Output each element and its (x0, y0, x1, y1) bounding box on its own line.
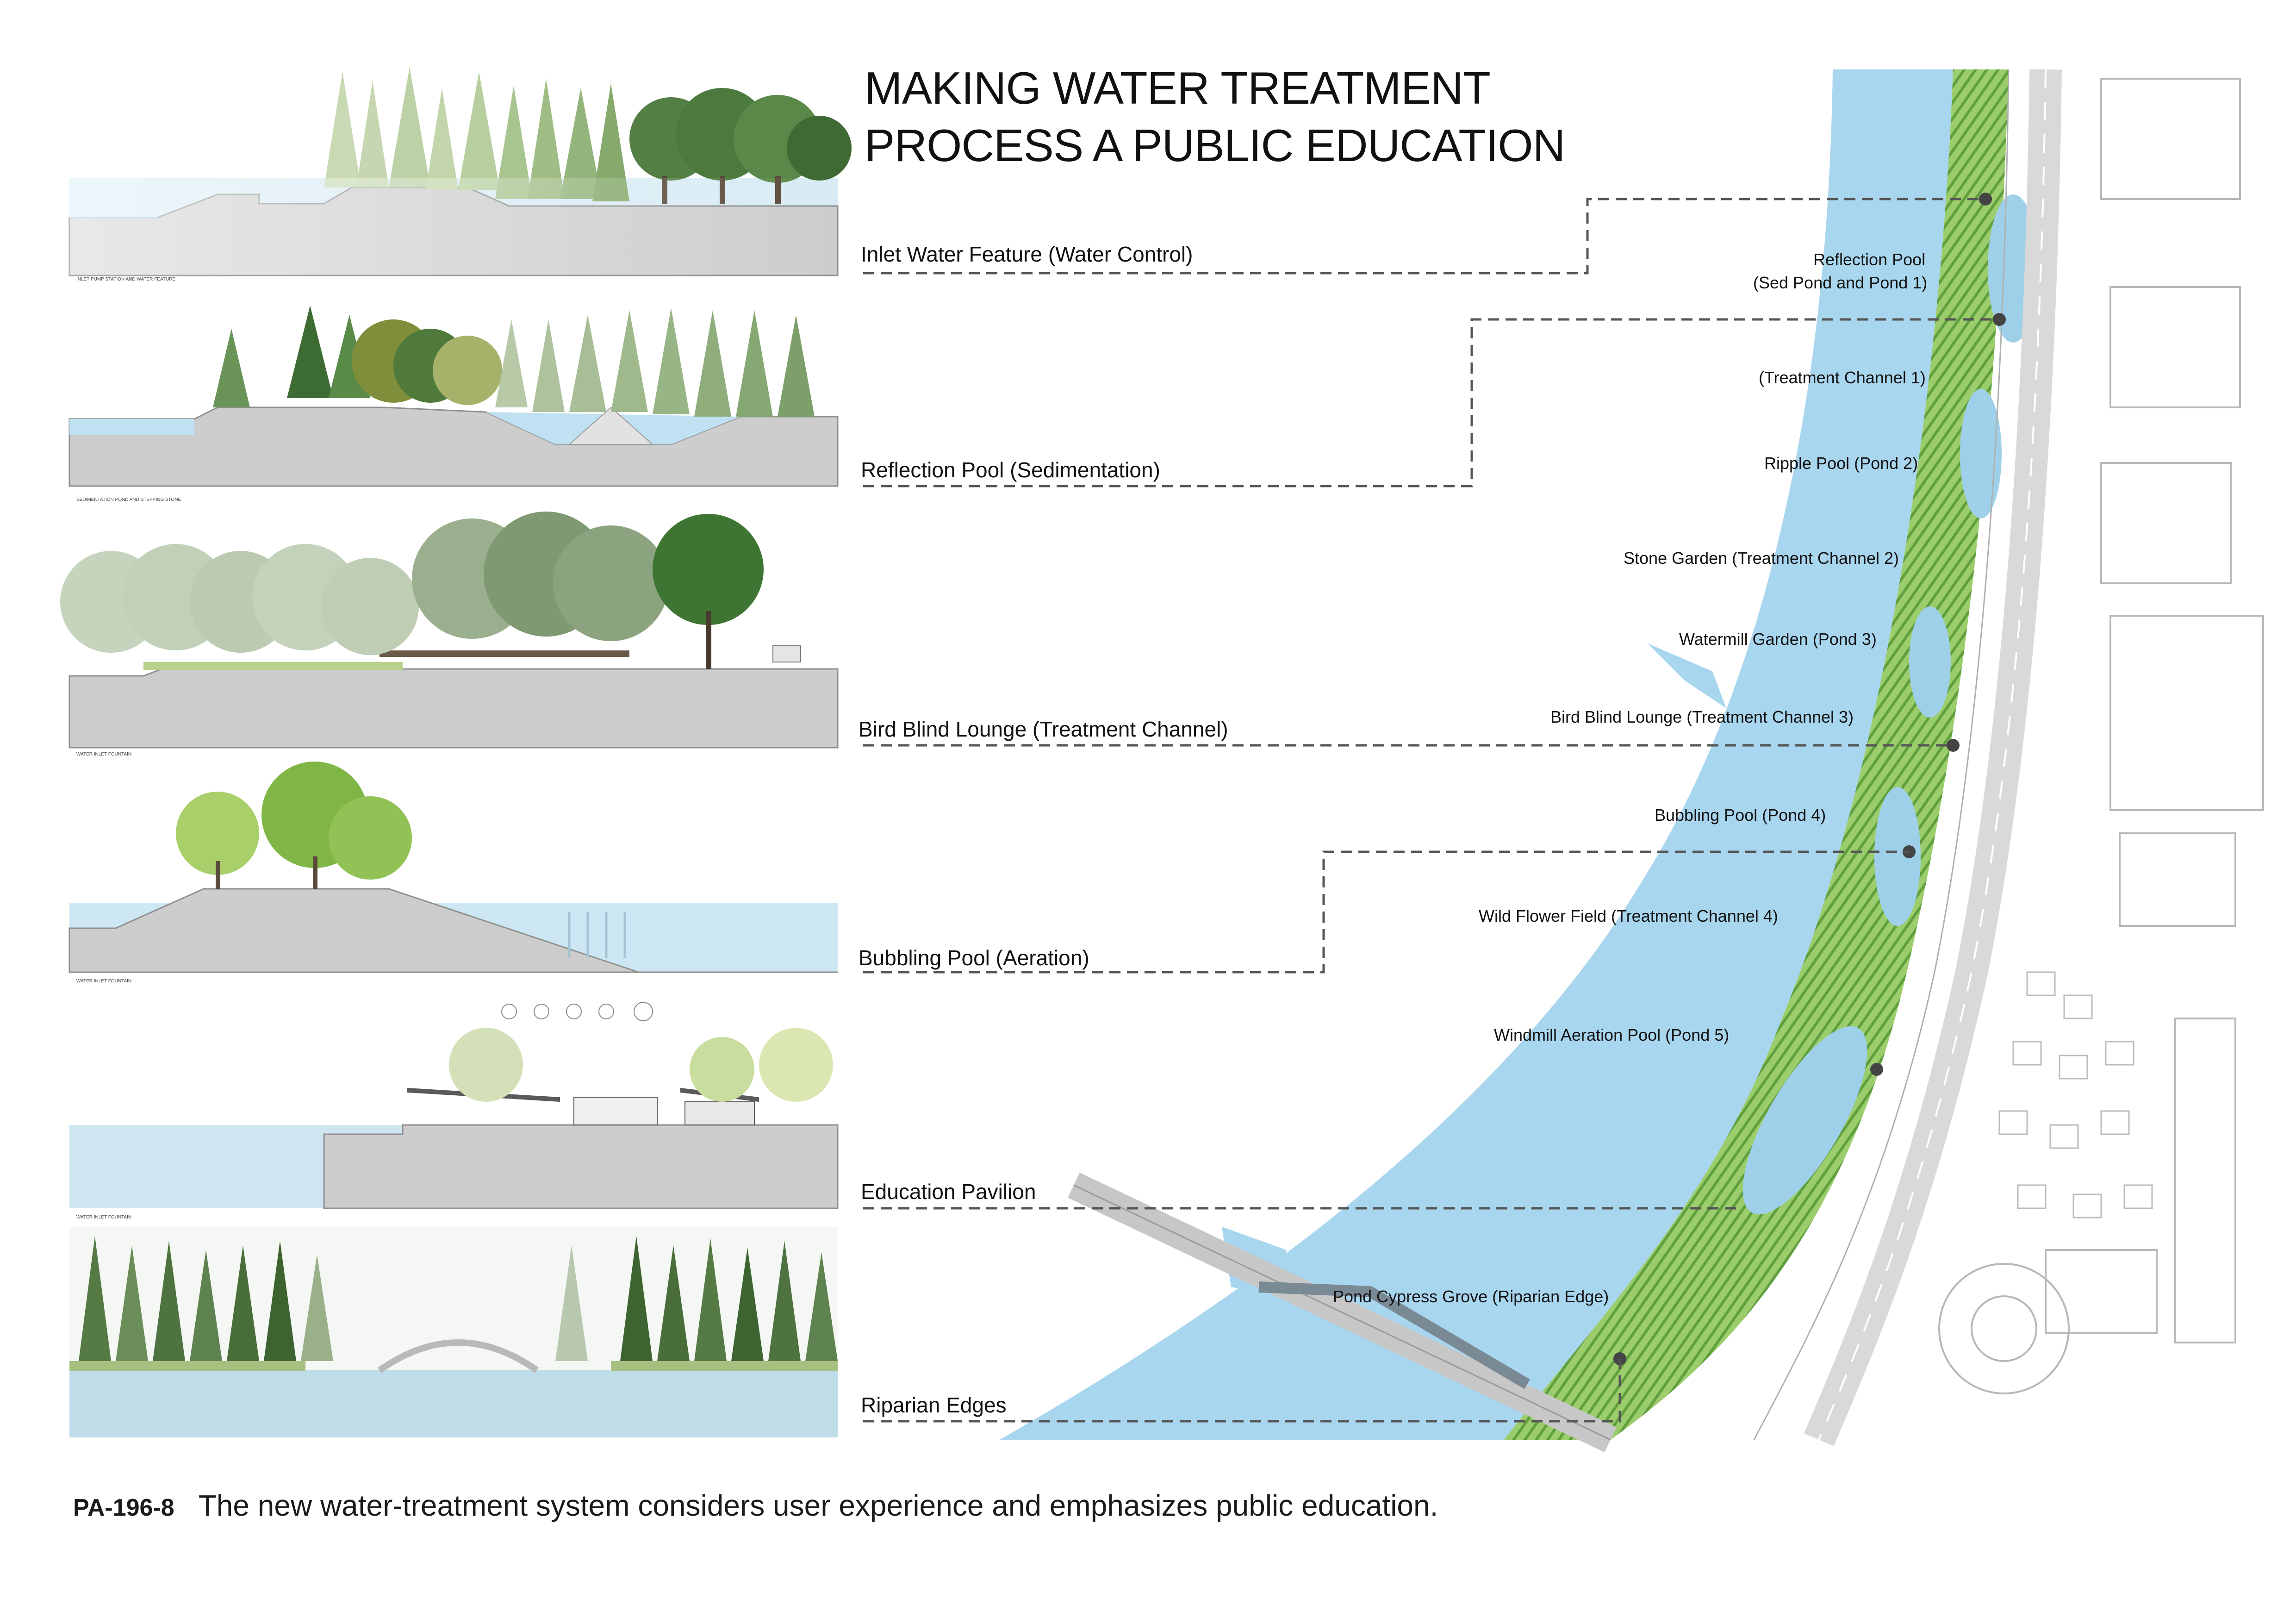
label-inlet-water-feature: Inlet Water Feature (Water Control) (861, 242, 1193, 266)
map-label-reflection-pool: Reflection Pool (1813, 250, 1926, 269)
title-line-2: PROCESS A PUBLIC EDUCATION (865, 120, 1565, 171)
section-4-drawing: WATER INLET FOUNTAIN (68, 762, 838, 984)
label-bubbling-pool: Bubbling Pool (Aeration) (859, 946, 1089, 970)
pond-4 (1874, 787, 1921, 926)
map-label-ripple-pool: Ripple Pool (Pond 2) (1764, 454, 1918, 473)
tree-row-4 (176, 762, 626, 958)
pond-2 (1960, 389, 2002, 518)
tree-row-3 (60, 512, 801, 669)
pond-5 (1742, 1026, 1867, 1215)
map-label-pond-cypress: Pond Cypress Grove (Riparian Edge) (1333, 1287, 1609, 1306)
label-reflection-pool: Reflection Pool (Sedimentation) (861, 458, 1160, 482)
figure-caption: PA-196-8 The new water-treatment system c… (73, 1488, 1438, 1523)
map-label-bird-blind-lounge: Bird Blind Lounge (Treatment Channel 3) (1550, 707, 1854, 726)
map-label-treatment-channel-1: (Treatment Channel 1) (1759, 368, 1926, 387)
leader-lines (863, 198, 1999, 1423)
housing (1998, 971, 2153, 1218)
label-education-pavilion: Education Pavilion (861, 1180, 1036, 1204)
pond-3 (1909, 606, 1951, 718)
section-2-drawing: SEDIMENTATION POND AND STEPPING STONE (68, 306, 839, 502)
section-6-drawing (69, 1227, 838, 1437)
pavilion-structure (407, 1002, 833, 1125)
label-bird-blind-lounge: Bird Blind Lounge (Treatment Channel) (859, 717, 1228, 741)
caption-text: The new water-treatment system considers… (198, 1489, 1438, 1522)
section-3-drawing: WATER INLET FOUNTAIN (60, 512, 839, 757)
section-4-tag: WATER INLET FOUNTAIN (76, 979, 131, 984)
tree-row-2 (213, 306, 815, 417)
tributary (1648, 643, 1726, 708)
section-2-tag: SEDIMENTATION POND AND STEPPING STONE (76, 497, 181, 502)
section-1-tag: INLET PUMP STATION AND WATER FEATURE (76, 277, 175, 282)
title-line-1: MAKING WATER TREATMENT (865, 62, 1491, 113)
label-riparian-edges: Riparian Edges (861, 1393, 1007, 1417)
caption-code: PA-196-8 (73, 1494, 174, 1521)
map-label-watermill-garden: Watermill Garden (Pond 3) (1679, 630, 1877, 649)
map-label-stone-garden: Stone Garden (Treatment Channel 2) (1624, 549, 1899, 568)
site-plan (1000, 69, 2264, 1453)
map-label-sed-pond: (Sed Pond and Pond 1) (1753, 273, 1928, 292)
city-blocks (1938, 78, 2264, 1394)
section-1-drawing: INLET PUMP STATION AND WATER FEATURE (68, 67, 852, 282)
river (1000, 69, 1953, 1440)
page-title: MAKING WATER TREATMENT PROCESS A PUBLIC … (865, 59, 1565, 174)
section-5-drawing: WATER INLET FOUNTAIN (69, 1002, 839, 1220)
map-label-wild-flower-field: Wild Flower Field (Treatment Channel 4) (1479, 906, 1778, 925)
section-3-tag: WATER INLET FOUNTAIN (76, 752, 131, 757)
map-label-bubbling-pool: Bubbling Pool (Pond 4) (1655, 806, 1826, 824)
map-label-windmill-aeration: Windmill Aeration Pool (Pond 5) (1494, 1025, 1730, 1044)
tree-row-6 (79, 1236, 838, 1361)
section-5-tag: WATER INLET FOUNTAIN (76, 1215, 131, 1220)
